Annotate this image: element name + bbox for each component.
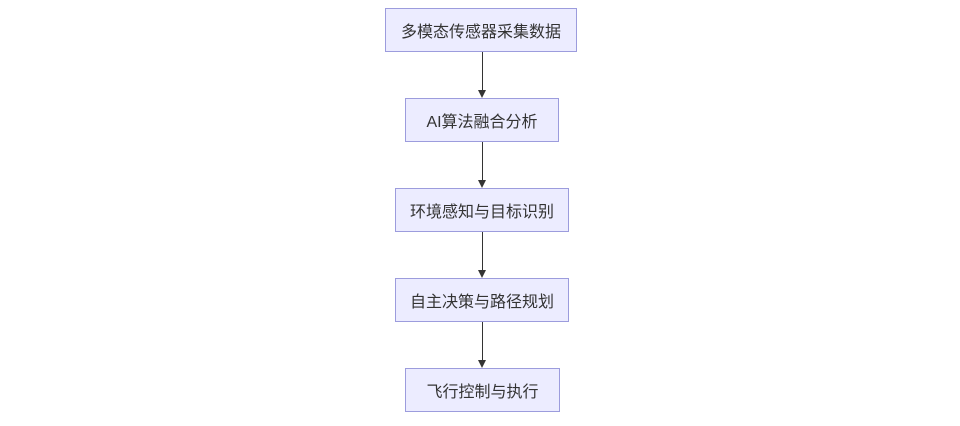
flow-node-ai-fusion: AI算法融合分析 — [405, 98, 559, 142]
flow-edge-3 — [477, 232, 487, 278]
arrow-down-icon — [478, 90, 486, 98]
flow-node-label: AI算法融合分析 — [426, 114, 538, 131]
arrow-down-icon — [478, 180, 486, 188]
flow-node-label: 自主决策与路径规划 — [409, 294, 554, 311]
flow-edge-1 — [477, 52, 487, 98]
flow-node-label: 飞行控制与执行 — [426, 384, 539, 401]
flow-edge-4 — [477, 322, 487, 368]
edge-line — [481, 52, 483, 90]
flow-edge-2 — [477, 142, 487, 188]
arrow-down-icon — [478, 270, 486, 278]
edge-line — [481, 142, 483, 180]
edge-line — [481, 322, 483, 360]
edge-line — [481, 232, 483, 270]
flow-node-decision-planning: 自主决策与路径规划 — [395, 278, 569, 322]
arrow-down-icon — [478, 360, 486, 368]
flow-node-label: 多模态传感器采集数据 — [400, 24, 561, 41]
flow-node-sensor-data: 多模态传感器采集数据 — [385, 8, 577, 52]
flow-node-flight-control: 飞行控制与执行 — [405, 368, 560, 412]
flow-node-perception-recognition: 环境感知与目标识别 — [395, 188, 569, 232]
flow-node-label: 环境感知与目标识别 — [409, 204, 554, 221]
